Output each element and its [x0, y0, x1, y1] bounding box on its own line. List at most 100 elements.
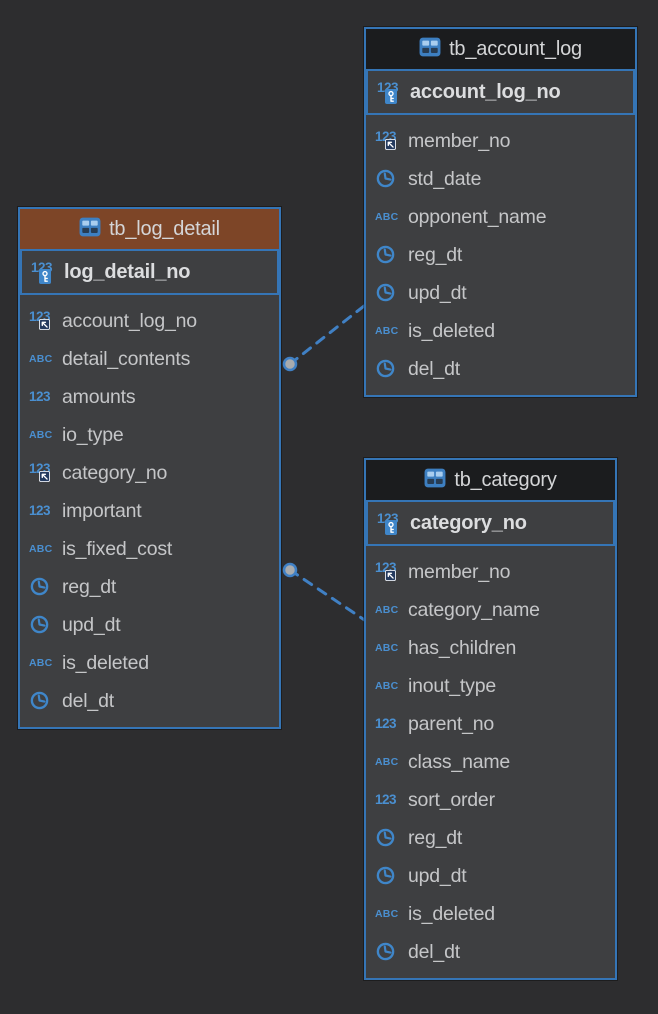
relationship-tb_log_detail-to-tb_category[interactable] — [282, 562, 368, 623]
column-row-reg_dt[interactable]: reg_dt — [366, 819, 615, 857]
primary-key-row-account_log_no[interactable]: 123 account_log_no — [368, 71, 633, 113]
column-row-upd_dt[interactable]: upd_dt — [20, 606, 279, 644]
table-header[interactable]: tb_category — [366, 460, 615, 500]
datetime-clock-icon — [375, 862, 401, 890]
table-header[interactable]: tb_log_detail — [20, 209, 279, 249]
datetime-clock-icon — [29, 687, 55, 715]
column-name: category_no — [410, 511, 527, 534]
number-type-icon: 123 — [31, 258, 57, 286]
table-title: tb_log_detail — [109, 217, 220, 240]
table-grid-icon — [419, 37, 441, 62]
primary-key-section: 123 log_detail_no — [20, 249, 279, 295]
primary-key-section: 123 account_log_no — [366, 69, 635, 115]
foreign-key-badge-icon — [385, 139, 396, 150]
datetime-clock-icon — [29, 573, 55, 601]
column-name: account_log_no — [62, 309, 197, 332]
column-row-is_deleted[interactable]: ABC is_deleted — [20, 644, 279, 682]
datetime-clock-icon — [375, 241, 401, 269]
column-name: important — [62, 499, 142, 522]
number-type-icon: 123 — [29, 307, 55, 335]
column-name: account_log_no — [410, 80, 561, 103]
number-type-icon: 123 — [29, 459, 55, 487]
primary-key-section: 123 category_no — [366, 500, 615, 546]
column-name: opponent_name — [408, 205, 547, 228]
number-type-icon: 123 — [375, 558, 401, 586]
column-name: inout_type — [408, 674, 496, 697]
column-row-io_type[interactable]: ABC io_type — [20, 416, 279, 454]
table-node-tb_category[interactable]: tb_category 123 category_no 123 member_n… — [364, 458, 617, 980]
column-row-inout_type[interactable]: ABC inout_type — [366, 667, 615, 705]
column-row-is_deleted[interactable]: ABC is_deleted — [366, 895, 615, 933]
number-type-icon: 123 — [375, 792, 397, 807]
table-grid-icon — [424, 468, 446, 493]
column-row-parent_no[interactable]: 123 parent_no — [366, 705, 615, 743]
column-row-opponent_name[interactable]: ABC opponent_name — [366, 198, 635, 236]
datetime-clock-icon — [375, 938, 401, 966]
column-row-detail_contents[interactable]: ABC detail_contents — [20, 340, 279, 378]
column-row-std_date[interactable]: std_date — [366, 160, 635, 198]
column-name: del_dt — [408, 357, 460, 380]
column-name: reg_dt — [408, 826, 463, 849]
column-row-member_no[interactable]: 123 member_no — [366, 122, 635, 160]
foreign-key-badge-icon — [39, 319, 50, 330]
table-node-tb_log_detail[interactable]: tb_log_detail 123 log_detail_no 123 acco… — [18, 207, 281, 729]
column-row-del_dt[interactable]: del_dt — [20, 682, 279, 720]
relationship-endpoint-dot[interactable] — [282, 356, 298, 372]
text-type-icon: ABC — [29, 429, 53, 441]
column-name: sort_order — [408, 788, 495, 811]
column-name: member_no — [408, 560, 511, 583]
column-row-member_no[interactable]: 123 member_no — [366, 553, 615, 591]
relationship-tb_log_detail-to-tb_account_log[interactable] — [282, 304, 366, 372]
text-type-icon: ABC — [375, 680, 399, 692]
text-type-icon: ABC — [29, 657, 53, 669]
column-row-category_no[interactable]: 123 category_no — [20, 454, 279, 492]
datetime-clock-icon — [375, 355, 401, 383]
table-title: tb_account_log — [449, 37, 582, 60]
column-row-account_log_no[interactable]: 123 account_log_no — [20, 302, 279, 340]
number-type-icon: 123 — [375, 716, 397, 731]
relationship-endpoint-dot[interactable] — [282, 562, 298, 578]
primary-key-row-category_no[interactable]: 123 category_no — [368, 502, 613, 544]
table-node-tb_account_log[interactable]: tb_account_log 123 account_log_no 123 me… — [364, 27, 637, 397]
column-name: log_detail_no — [64, 260, 191, 283]
column-name: upd_dt — [62, 613, 121, 636]
text-type-icon: ABC — [29, 353, 53, 365]
relationship-dashed-line[interactable] — [288, 304, 366, 366]
column-row-reg_dt[interactable]: reg_dt — [20, 568, 279, 606]
column-name: amounts — [62, 385, 136, 408]
column-name: detail_contents — [62, 347, 191, 370]
text-type-icon: ABC — [375, 604, 399, 616]
primary-key-row-log_detail_no[interactable]: 123 log_detail_no — [22, 251, 277, 293]
column-name: upd_dt — [408, 281, 467, 304]
column-row-reg_dt[interactable]: reg_dt — [366, 236, 635, 274]
text-type-icon: ABC — [375, 211, 399, 223]
number-type-icon: 123 — [377, 78, 403, 106]
column-name: is_deleted — [408, 319, 495, 342]
relationship-dashed-line[interactable] — [288, 568, 368, 623]
column-name: parent_no — [408, 712, 495, 735]
column-name: is_deleted — [408, 902, 495, 925]
number-type-icon: 123 — [375, 127, 401, 155]
text-type-icon: ABC — [375, 908, 399, 920]
column-name: reg_dt — [408, 243, 463, 266]
table-header[interactable]: tb_account_log — [366, 29, 635, 69]
primary-key-badge-icon — [385, 520, 397, 535]
column-row-upd_dt[interactable]: upd_dt — [366, 274, 635, 312]
column-name: is_fixed_cost — [62, 537, 173, 560]
column-name: io_type — [62, 423, 124, 446]
column-name: is_deleted — [62, 651, 149, 674]
table-grid-icon — [79, 217, 101, 242]
column-row-del_dt[interactable]: del_dt — [366, 350, 635, 388]
column-row-del_dt[interactable]: del_dt — [366, 933, 615, 971]
column-row-sort_order[interactable]: 123 sort_order — [366, 781, 615, 819]
column-row-upd_dt[interactable]: upd_dt — [366, 857, 615, 895]
